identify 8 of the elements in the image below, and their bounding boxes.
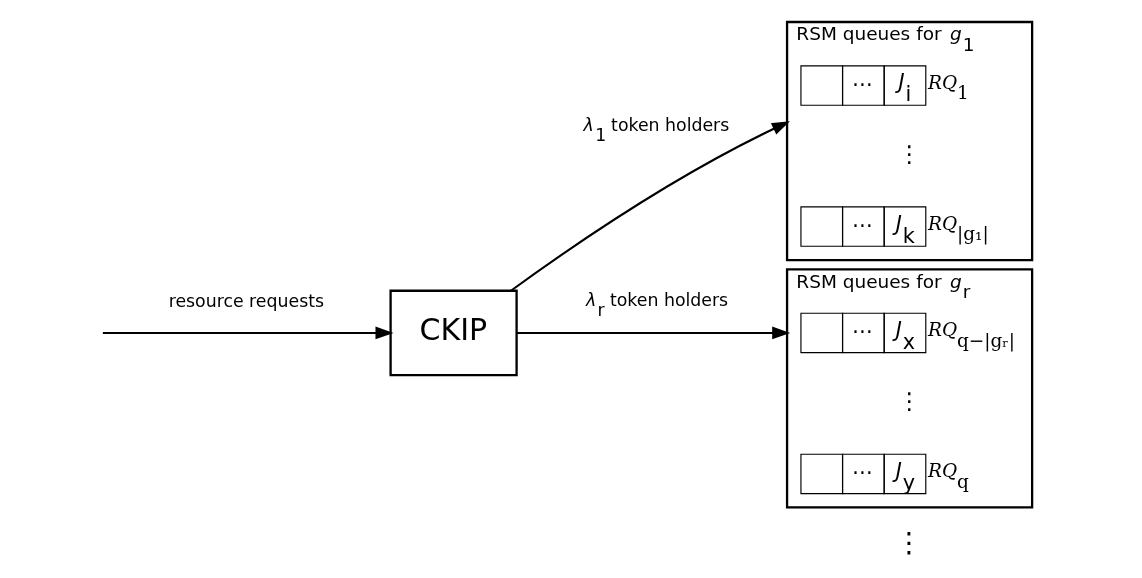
label: ⋮ bbox=[896, 140, 921, 167]
arrow bbox=[102, 326, 394, 340]
arrow bbox=[509, 121, 790, 292]
node-box: CKIP bbox=[388, 289, 518, 377]
edge-label: resource requests bbox=[168, 291, 324, 312]
arrow bbox=[516, 326, 790, 340]
label: ⋮ bbox=[894, 525, 923, 559]
label: ⋮ bbox=[896, 388, 921, 415]
